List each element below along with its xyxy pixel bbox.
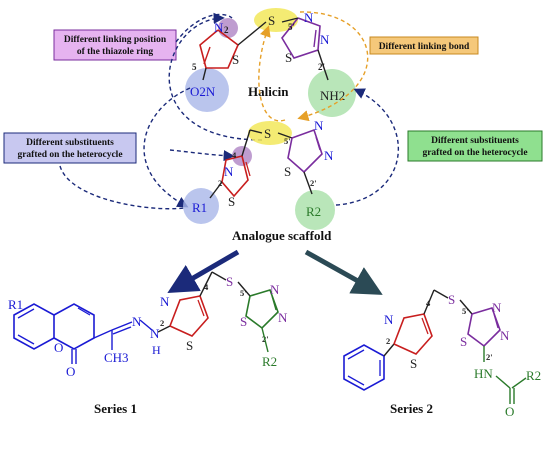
analogue-scaffold: 4 2 S N S 5' N N S 2' R1 R2 Analogue sca… — [183, 118, 335, 243]
annotation-substituents-right-line2: grafted on the heterocycle — [422, 148, 527, 158]
series1-pos4: 4 — [204, 282, 209, 292]
series2-R2: R2 — [526, 368, 541, 383]
thiadiazole-ring — [281, 17, 321, 59]
series2-pos5p: 5' — [462, 306, 469, 316]
series1-N-thiazole: N — [160, 294, 170, 309]
series2-O: O — [505, 404, 514, 419]
thiazole-ring — [199, 29, 239, 69]
scaffold-title: Analogue scaffold — [232, 228, 332, 243]
atom-N: N — [214, 20, 224, 35]
series2-HN: HN — [474, 366, 493, 381]
dashed-arrow-position — [168, 12, 263, 141]
scaffold-N2: N — [324, 148, 334, 163]
label-pos5: 5 — [192, 62, 197, 72]
series1-thiadiazole — [245, 289, 279, 330]
annotation-linking-bond: Different linking bond — [369, 36, 479, 55]
annotation-substituents-left: Different substituents grafted on the he… — [3, 132, 137, 164]
scaffold-S-link: S — [264, 126, 271, 141]
annotation-linking-position: Different linking position of the thiazo… — [53, 29, 177, 61]
series2-S-link: S — [448, 292, 455, 307]
label-pos5p: 5' — [288, 22, 295, 32]
annotation-substituents-right: Different substituents grafted on the he… — [407, 130, 543, 162]
r2-circle — [295, 190, 335, 230]
nitro-circle — [185, 68, 229, 112]
atom-O2N: O2N — [190, 84, 216, 99]
atom-S-thiadiazole: S — [285, 50, 292, 65]
scaffold-R1: R1 — [192, 200, 207, 215]
dashed-arrow-top — [175, 13, 233, 43]
series2-N-thiazole: N — [384, 312, 394, 327]
dashed-arrows — [59, 11, 400, 210]
series1-R1: R1 — [8, 297, 23, 312]
annotation-substituents-right-line1: Different substituents — [431, 136, 519, 146]
series1-O-carbonyl: O — [66, 364, 75, 379]
atom-N1: N — [304, 10, 314, 25]
series2-label: Series 2 — [390, 401, 433, 416]
annotation-linking-bond-text: Different linking bond — [379, 42, 470, 52]
atom-NH2: NH2 — [320, 88, 345, 103]
atom-S-link: S — [268, 13, 275, 28]
amine-circle — [308, 69, 356, 117]
scaffold-S-thiadiazole: S — [284, 164, 291, 179]
label-pos2p: 2' — [318, 62, 325, 72]
series2-N2: N — [500, 328, 510, 343]
series1-H: H — [152, 343, 161, 357]
series1-pos2: 2 — [160, 318, 164, 328]
annotation-substituents-left-line1: Different substituents — [26, 138, 114, 148]
series1-N2: N — [278, 310, 288, 325]
dashed-arrow-to-c4 — [169, 149, 235, 162]
series1-CH3: CH3 — [104, 350, 129, 365]
series2-pos2: 2 — [386, 336, 390, 346]
series1-S-link: S — [226, 274, 233, 289]
series2-thiadiazole — [467, 307, 501, 348]
series1-N-hydrazine: N — [150, 326, 160, 341]
scaffold-pos2: 2 — [218, 178, 222, 188]
scaffold-link-highlight — [248, 121, 292, 145]
scaffold-pos2p: 2' — [310, 178, 317, 188]
dashed-arrow-left-lower — [59, 165, 185, 210]
series1-R2: R2 — [262, 354, 277, 369]
dashed-arrow-bond-2 — [258, 25, 286, 122]
arrow-to-series1 — [167, 249, 240, 294]
series2-structure: N 2 S 4 S 5' N N S 2' HN O R2 Series 2 — [343, 289, 541, 419]
series2-pos2p: 2' — [486, 352, 493, 362]
series2-S-thiazole: S — [410, 356, 417, 371]
annotation-linking-position-line2: of the thiazole ring — [77, 47, 154, 57]
halicin-title: Halicin — [248, 84, 289, 99]
scaffold-N-ring: N — [224, 164, 234, 179]
scaffold-thiadiazole — [287, 128, 323, 174]
atom-S-ring: S — [232, 52, 239, 67]
series1-label: Series 1 — [94, 401, 137, 416]
scaffold-R2: R2 — [306, 204, 321, 219]
dashed-arrow-substituent-left — [143, 87, 191, 208]
label-pos2: 2 — [224, 25, 229, 35]
series1-pos5p: 5' — [240, 288, 247, 298]
series1-S-thiadiazole: S — [240, 314, 247, 329]
annotation-linking-position-line1: Different linking position — [64, 35, 167, 45]
series1-thiazole — [169, 295, 209, 337]
scaffold-N1: N — [314, 118, 324, 133]
scaffold-pos5p: 5' — [284, 136, 291, 146]
series1-S-thiazole: S — [186, 338, 193, 353]
arrow-to-series2 — [304, 249, 383, 295]
annotation-substituents-left-line2: grafted on the heterocycle — [17, 150, 122, 160]
series1-O-ring: O — [54, 340, 63, 355]
series1-N1: N — [270, 282, 280, 297]
halicin-structure: N 2 S 5 S 5' N N S 2' O2N NH2 Halicin — [185, 8, 356, 117]
atom-N2: N — [320, 32, 330, 47]
dashed-arrow-bond-1 — [297, 11, 369, 122]
series2-S-thiadiazole: S — [460, 334, 467, 349]
series2-N1: N — [492, 300, 502, 315]
coumarin-pyrone — [53, 303, 95, 350]
series2-phenyl — [343, 344, 385, 391]
scaffold-pos4: 4 — [232, 150, 237, 160]
series1-N-imine: N — [132, 314, 142, 329]
scaffold-thiazole — [221, 155, 249, 198]
series1-structure: R1 O O CH3 N N H N 2 S 4 S 5' N N S 2' R… — [8, 271, 288, 416]
dashed-arrow-substituent-right — [335, 88, 400, 206]
series2-thiazole — [393, 313, 433, 355]
scaffold-S-ring: S — [228, 194, 235, 209]
